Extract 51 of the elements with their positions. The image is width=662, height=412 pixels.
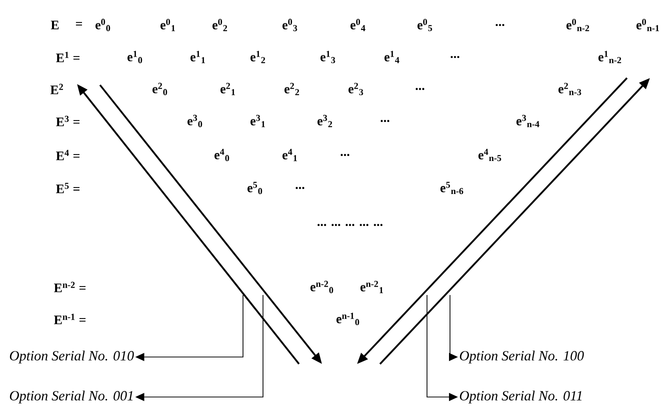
matrix-entry: E$^{2}$: [50, 84, 63, 94]
matrix-entry: e$^{0}$3: [282, 18, 298, 32]
option-label: Option Serial No. 011: [460, 390, 582, 404]
matrix-entry: E$^{4}$ =: [56, 150, 80, 160]
matrix-entry: e$^{3}$0: [188, 114, 202, 128]
matrix-entry: E$^{5}$ =: [56, 182, 80, 194]
matrix-entry: e$^{1}$0: [128, 50, 142, 64]
matrix-entry: E$^{3}$ =: [56, 116, 80, 126]
matrix-entry: E$^{n-1}$ =: [54, 314, 86, 324]
matrix-entry: =: [76, 22, 82, 26]
matrix-entry: e$^{1}$1: [190, 50, 205, 64]
matrix-entry: e$^{n-1}$0: [336, 312, 360, 326]
matrix-entry: e$^{2}$3: [348, 82, 364, 96]
matrix-entry: e$^{3}$2: [318, 114, 332, 128]
matrix-entry: e$^{1}$n-2: [598, 50, 622, 64]
matrix-entry: e$^{0}$5: [418, 18, 432, 32]
matrix-entry: e$^{0}$2: [212, 18, 228, 32]
matrix-entry: e$^{2}$n-3: [558, 82, 582, 96]
matrix-entry: e$^{3}$n-4: [516, 114, 540, 128]
matrix-entry: e$^{5}$0: [248, 182, 262, 194]
matrix-entry: e$^{4}$0: [214, 148, 230, 162]
matrix-entry: e$^{4}$1: [282, 148, 297, 162]
matrix-entry: e$^{2}$0: [152, 82, 168, 96]
matrix-entry: e$^{5}$n-6: [440, 182, 464, 194]
matrix-entry: ...: [380, 120, 390, 122]
matrix-entry: e$^{1}$2: [250, 50, 266, 64]
matrix-entry: ...: [340, 154, 350, 156]
matrix-entry: ...: [496, 24, 504, 26]
matrix-entry: E: [50, 20, 59, 30]
matrix-entry: e$^{n-2}$1: [360, 280, 383, 294]
option-label: Option Serial No. 010: [10, 350, 134, 364]
matrix-entry: e$^{1}$3: [320, 50, 336, 64]
matrix-entry: e$^{1}$4: [384, 50, 400, 64]
matrix-entry: ... ... ... ... ...: [318, 224, 382, 226]
matrix-entry: e$^{0}$n-2: [566, 18, 590, 32]
matrix-entry: ...: [450, 56, 460, 58]
option-label: Option Serial No. 100: [460, 350, 584, 364]
matrix-entry: ...: [416, 88, 424, 90]
matrix-entry: e$^{0}$4: [350, 18, 366, 32]
matrix-entry: e$^{0}$n-1: [636, 18, 659, 32]
matrix-entry: e$^{3}$1: [250, 114, 265, 128]
option-label: Option Serial No. 001: [10, 390, 133, 404]
matrix-entry: e$^{0}$1: [160, 18, 175, 32]
matrix-entry: e$^{n-2}$0: [310, 280, 334, 294]
matrix-entry: e$^{2}$2: [284, 82, 300, 96]
matrix-entry: E$^{n-2}$ =: [54, 282, 86, 292]
matrix-entry: E$^{1}$ =: [56, 52, 80, 62]
matrix-entry: e$^{0}$0: [96, 18, 110, 32]
matrix-entry: e$^{2}$1: [220, 82, 235, 96]
matrix-entry: ...: [296, 186, 304, 190]
matrix-entry: e$^{4}$n-5: [478, 148, 502, 162]
